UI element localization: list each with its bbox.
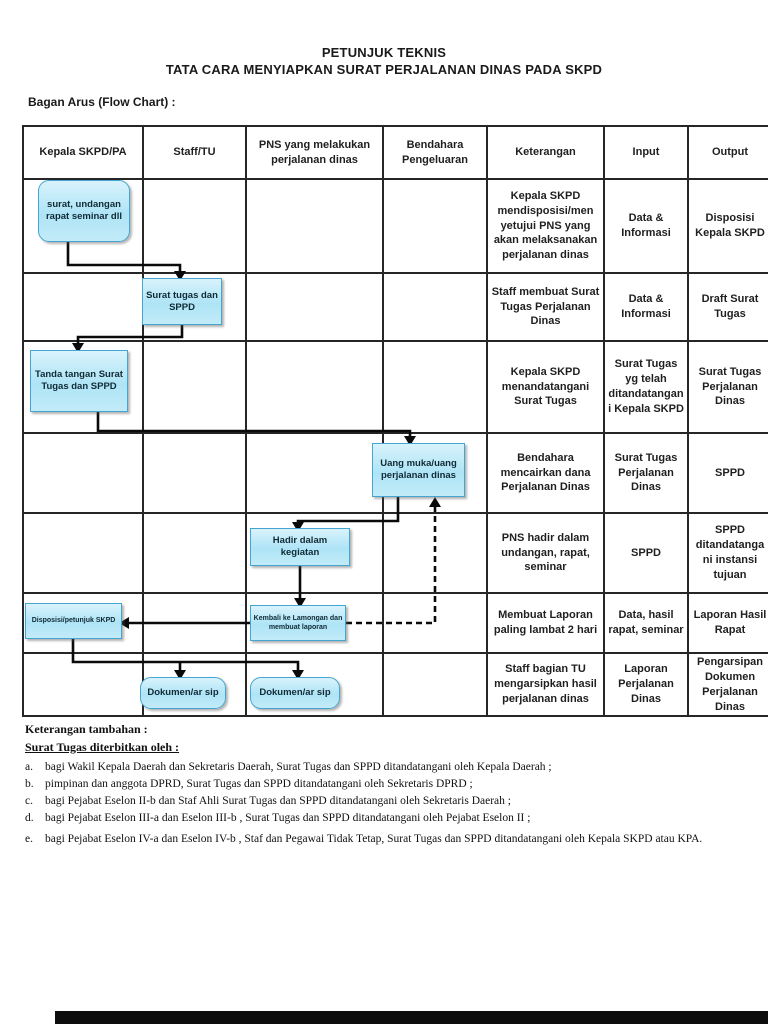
table-row: Staff membuat Surat Tugas Perjalanan Din… [22, 272, 768, 342]
cell-output: Draft Surat Tugas [687, 272, 768, 342]
note-item-e: e. bagi Pejabat Eselon IV-a dan Eselon IV… [25, 832, 740, 846]
header-keterangan: Keterangan [486, 125, 605, 180]
note-label: c. [25, 795, 33, 807]
table-header-row: Kepala SKPD/PA Staff/TU PNS yang melakuk… [22, 125, 768, 180]
flow-box-surat-undangan: surat, undangan rapat seminar dll [38, 180, 130, 242]
document-title: PETUNJUK TEKNIS TATA CARA MENYIAPKAN SUR… [0, 44, 768, 78]
flow-box-dokumen-arsip-1: Dokumen/ar sip [140, 677, 226, 709]
note-item-d: d. bagi Pejabat Eselon III-a dan Eselon I… [25, 811, 740, 825]
note-label: e. [25, 833, 33, 845]
cell-output: Laporan Hasil Rapat [687, 592, 768, 654]
cell-output: SPPD [687, 432, 768, 514]
note-label: b. [25, 778, 34, 790]
cell-output: Disposisi Kepala SKPD [687, 178, 768, 274]
note-text: bagi Pejabat Eselon III-a dan Eselon III… [45, 812, 531, 824]
scan-edge-bar [55, 1011, 768, 1024]
cell-keterangan: Membuat Laporan paling lambat 2 hari [486, 592, 605, 654]
table-row: PNS hadir dalam undangan, rapat, seminar… [22, 512, 768, 594]
note-text: pimpinan dan anggota DPRD, Surat Tugas d… [45, 778, 473, 790]
note-text: bagi Pejabat Eselon IV-a dan Eselon IV-b… [45, 833, 703, 845]
table-row: Staff bagian TU mengarsipkan hasil perja… [22, 651, 768, 718]
cell-input: Surat Tugas Perjalanan Dinas [603, 432, 689, 514]
cell-keterangan: PNS hadir dalam undangan, rapat, seminar [486, 512, 605, 594]
cell-input: Data, hasil rapat, seminar [603, 592, 689, 654]
note-item-b: b. pimpinan dan anggota DPRD, Surat Tugas… [25, 777, 740, 791]
note-item-a: a. bagi Wakil Kepala Daerah dan Sekretari… [25, 760, 740, 774]
cell-output: Surat Tugas Perjalanan Dinas [687, 340, 768, 434]
note-text: bagi Pejabat Eselon II-b dan Staf Ahli S… [45, 795, 511, 807]
cell-input: Surat Tugas yg telah ditandatangan i Kep… [603, 340, 689, 434]
flow-box-tanda-tangan: Tanda tangan Surat Tugas dan SPPD [30, 350, 128, 412]
cell-keterangan: Bendahara mencairkan dana Perjalanan Din… [486, 432, 605, 514]
flowchart-table-area: Kepala SKPD/PA Staff/TU PNS yang melakuk… [22, 125, 768, 718]
notes-subheading: Surat Tugas diterbitkan oleh : [25, 740, 180, 754]
note-text: bagi Wakil Kepala Daerah dan Sekretaris … [45, 761, 552, 773]
header-kepala-skpd: Kepala SKPD/PA [22, 125, 144, 180]
flowchart-section-label: Bagan Arus (Flow Chart) : [28, 95, 176, 109]
flow-box-kembali: Kembali ke Lamongan dan membuat laporan [250, 605, 346, 641]
cell-keterangan: Staff bagian TU mengarsipkan hasil perja… [486, 651, 605, 718]
table-row: Kepala SKPD menandatangani Surat Tugas S… [22, 340, 768, 434]
flow-box-hadir: Hadir dalam kegiatan [250, 528, 350, 566]
flow-box-dokumen-arsip-2: Dokumen/ar sip [250, 677, 340, 709]
cell-keterangan: Staff membuat Surat Tugas Perjalanan Din… [486, 272, 605, 342]
cell-keterangan: Kepala SKPD mendisposisi/men yetujui PNS… [486, 178, 605, 274]
flow-box-uang-muka: Uang muka/uang perjalanan dinas [372, 443, 465, 497]
cell-input: Data & Informasi [603, 272, 689, 342]
note-label: d. [25, 812, 34, 824]
table-row: Bendahara mencairkan dana Perjalanan Din… [22, 432, 768, 514]
note-item-c: c. bagi Pejabat Eselon II-b dan Staf Ahli… [25, 794, 740, 808]
header-input: Input [603, 125, 689, 180]
table-row: Membuat Laporan paling lambat 2 hari Dat… [22, 592, 768, 654]
cell-input: SPPD [603, 512, 689, 594]
header-bendahara: Bendahara Pengeluaran [382, 125, 488, 180]
title-line-1: PETUNJUK TEKNIS [321, 45, 447, 60]
flow-box-surat-tugas: Surat tugas dan SPPD [142, 278, 222, 325]
cell-keterangan: Kepala SKPD menandatangani Surat Tugas [486, 340, 605, 434]
cell-input: Laporan Perjalanan Dinas [603, 651, 689, 718]
flow-box-disposisi: Disposisi/petunjuk SKPD [25, 603, 122, 639]
flowchart-table: Kepala SKPD/PA Staff/TU PNS yang melakuk… [22, 125, 768, 718]
cell-output: Pengarsipan Dokumen Perjalanan Dinas [687, 651, 768, 718]
header-output: Output [687, 125, 768, 180]
title-line-2: TATA CARA MENYIAPKAN SURAT PERJALANAN DI… [165, 62, 603, 77]
notes-heading: Keterangan tambahan : [25, 722, 148, 736]
cell-output: SPPD ditandatanga ni instansi tujuan [687, 512, 768, 594]
header-staff-tu: Staff/TU [142, 125, 247, 180]
note-label: a. [25, 761, 33, 773]
header-pns: PNS yang melakukan perjalanan dinas [245, 125, 384, 180]
notes-section: Keterangan tambahan : Surat Tugas diterb… [25, 722, 740, 849]
table-row: Kepala SKPD mendisposisi/men yetujui PNS… [22, 178, 768, 274]
cell-input: Data & Informasi [603, 178, 689, 274]
